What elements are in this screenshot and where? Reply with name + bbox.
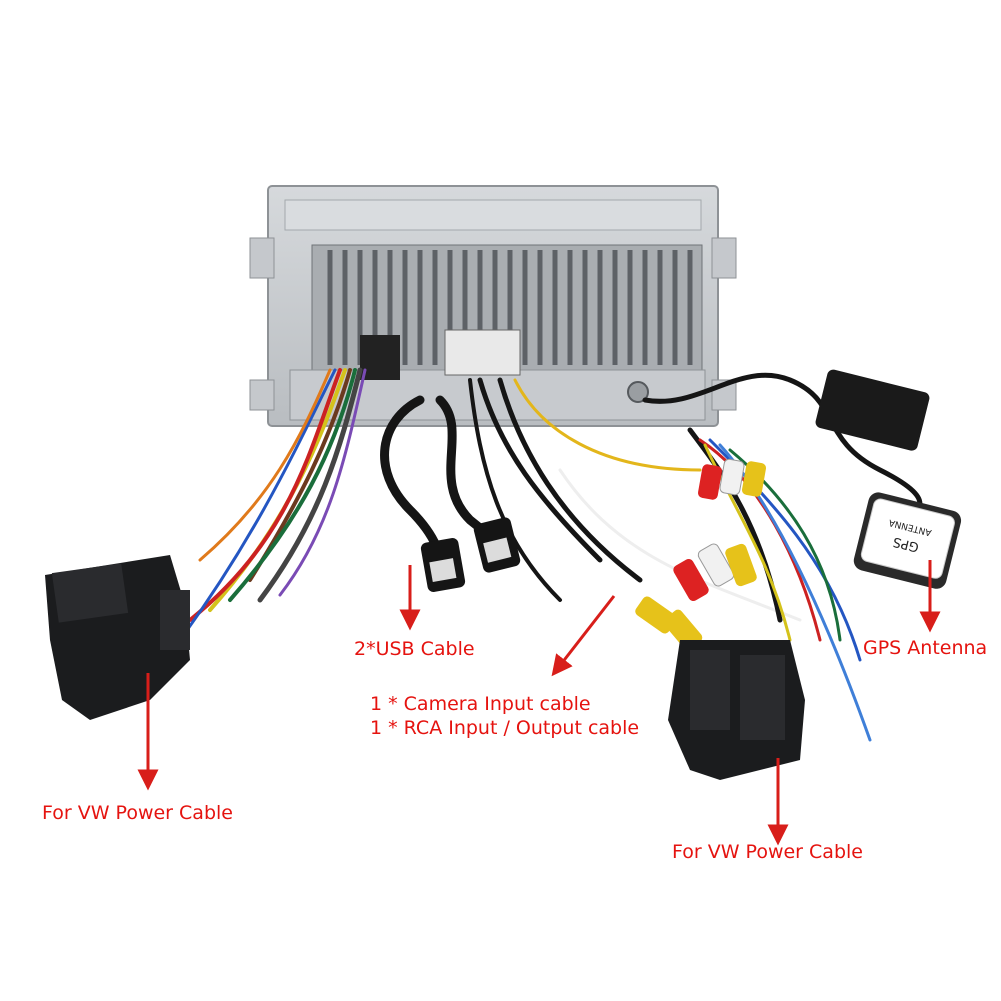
gps-receiver-box [815,369,930,451]
gps-antenna-label: GPS Antenna [863,637,988,659]
wiring-harness [178,367,923,742]
head-unit-chassis [249,185,737,427]
power-socket [360,335,400,380]
right-vw-connector [668,640,805,780]
usb-connectors [420,517,521,592]
left-vw-connector [45,555,190,720]
camera-input-label: 1 * Camera Input cable [370,693,591,715]
vw-power-cable-left-label: For VW Power Cable [42,802,233,824]
gps-antenna-module: GPS ANTENNA [853,492,962,589]
rca-io-label: 1 * RCA Input / Output cable [370,717,640,739]
antenna-socket [627,381,649,403]
aux-socket [444,329,521,376]
usb-cable-label: 2*USB Cable [354,638,475,660]
annotation-arrows [137,560,941,846]
vw-power-cable-right-label: For VW Power Cable [672,841,863,863]
arrow-camera [551,595,616,677]
gps-module-title: GPS [892,533,921,554]
rca-plugs [635,458,767,651]
